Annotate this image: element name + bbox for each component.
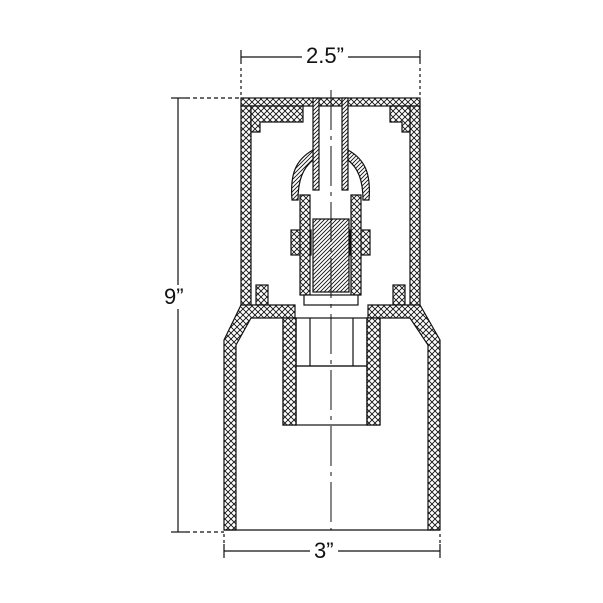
height-label: 9” (160, 285, 188, 309)
stem (290, 97, 371, 201)
bottom-width-label: 3” (310, 539, 338, 563)
dimension-height (171, 97, 240, 533)
top-width-label: 2.5” (302, 44, 348, 68)
lower-housing (223, 304, 441, 531)
nut-assembly (290, 194, 371, 306)
